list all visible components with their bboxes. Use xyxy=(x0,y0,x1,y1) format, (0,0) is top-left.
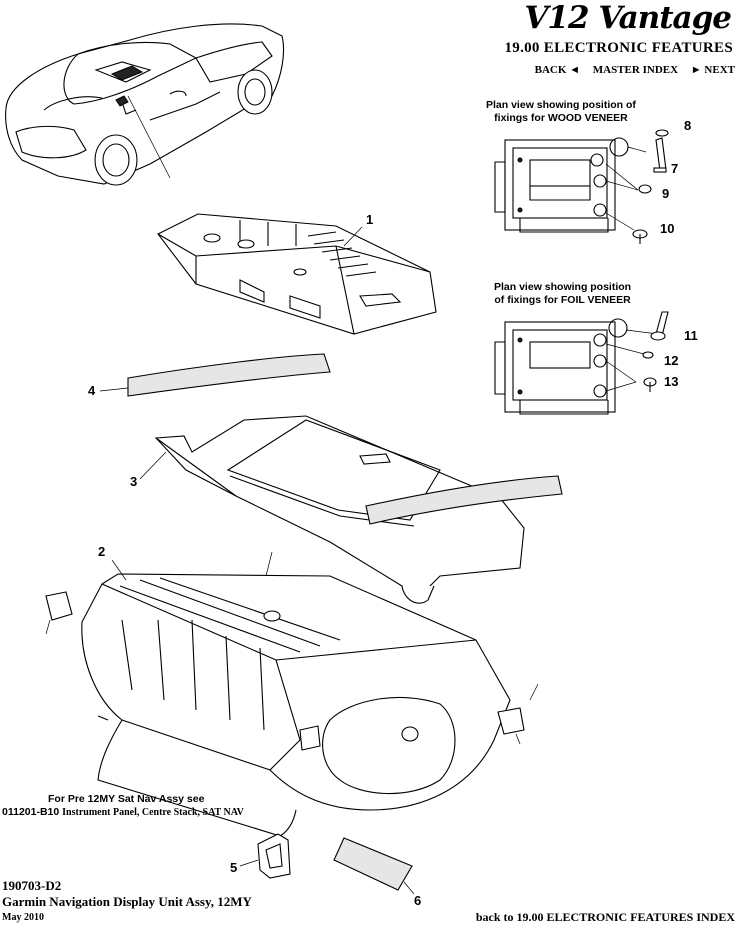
callout-12: 12 xyxy=(664,353,679,368)
callout-7: 7 xyxy=(671,161,679,176)
callout-11: 11 xyxy=(684,328,698,343)
logo: V12 Vantage xyxy=(524,0,732,36)
car-illustration xyxy=(5,23,285,186)
foil-caption-line2: of fixings for FOIL VENEER xyxy=(494,294,631,306)
clip-part xyxy=(239,833,291,879)
plan-view-foil-veneer xyxy=(494,311,669,415)
pre-12my-reference[interactable]: 011201-B10 Instrument Panel, Centre Stac… xyxy=(2,806,244,818)
callout-13: 13 xyxy=(664,374,679,389)
callout-3: 3 xyxy=(130,474,138,489)
reference-code: 011201-B10 xyxy=(2,806,60,818)
callout-1: 1 xyxy=(366,212,374,227)
wood-caption-line2: fixings for WOOD VENEER xyxy=(494,112,628,124)
wood-veneer-caption: Plan view showing position of fixings fo… xyxy=(486,99,636,125)
nav-bar: BACK ◄ MASTER INDEX ► NEXT xyxy=(525,64,735,76)
callout-9: 9 xyxy=(662,186,670,201)
part-number: 190703-D2 xyxy=(2,878,62,893)
callout-10: 10 xyxy=(660,221,675,236)
bezel-part xyxy=(139,415,563,604)
housing-part xyxy=(45,551,539,837)
label-part xyxy=(333,837,415,895)
callout-8: 8 xyxy=(684,118,692,133)
foil-veneer-caption: Plan view showing position of fixings fo… xyxy=(494,281,631,307)
master-index-link[interactable]: MASTER INDEX xyxy=(592,64,679,76)
callout-2: 2 xyxy=(98,544,106,559)
callout-5: 5 xyxy=(230,860,238,875)
wood-caption-line1: Plan view showing position of xyxy=(486,99,636,111)
reference-description: Instrument Panel, Centre Stack, SAT NAV xyxy=(62,807,244,818)
issue-date: May 2010 xyxy=(2,912,44,923)
callout-4: 4 xyxy=(88,383,96,398)
foil-caption-line1: Plan view showing position xyxy=(494,281,632,293)
pre-12my-note: For Pre 12MY Sat Nav Assy see xyxy=(48,793,205,805)
next-link[interactable]: ► NEXT xyxy=(690,64,735,76)
callout-6: 6 xyxy=(414,893,422,908)
plan-view-wood-veneer xyxy=(494,129,669,244)
back-to-index-link[interactable]: back to 19.00 ELECTRONIC FEATURES INDEX xyxy=(475,910,735,924)
veneer-strip-part xyxy=(99,353,331,397)
section-title: 19.00 ELECTRONIC FEATURES xyxy=(504,40,733,56)
back-link[interactable]: BACK ◄ xyxy=(534,64,581,76)
part-name: Garmin Navigation Display Unit Assy, 12M… xyxy=(2,894,252,909)
display-unit-part xyxy=(157,213,437,335)
